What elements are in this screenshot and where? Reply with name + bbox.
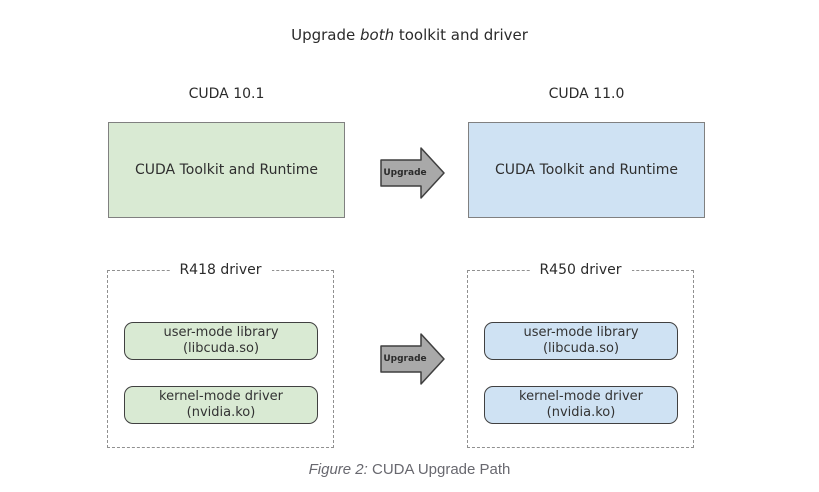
- driver-group-r418: R418 driver user-mode library (libcuda.s…: [107, 262, 334, 448]
- toolkit-runtime-box: CUDA Toolkit and Runtime: [108, 122, 345, 218]
- upgrade-arrow-driver: Upgrade: [380, 332, 446, 386]
- column-cuda-11-0: CUDA 11.0 CUDA Toolkit and Runtime R450 …: [467, 86, 705, 452]
- kernel-mode-driver-line1: kernel-mode driver: [519, 389, 643, 404]
- kernel-mode-driver-box: kernel-mode driver (nvidia.ko): [484, 386, 678, 424]
- upgrade-arrow-label: Upgrade: [383, 168, 427, 178]
- user-mode-library-line2: (libcuda.so): [542, 341, 620, 356]
- user-mode-library-box: user-mode library (libcuda.so): [124, 322, 318, 360]
- toolkit-runtime-label: CUDA Toolkit and Runtime: [495, 162, 678, 178]
- kernel-mode-driver-line1: kernel-mode driver: [159, 389, 283, 404]
- driver-group-r450: R450 driver user-mode library (libcuda.s…: [467, 262, 694, 448]
- figure-caption: Figure 2: CUDA Upgrade Path: [0, 461, 819, 478]
- upgrade-arrow-toolkit: Upgrade: [380, 146, 446, 200]
- column-cuda-10-1: CUDA 10.1 CUDA Toolkit and Runtime R418 …: [107, 86, 345, 452]
- toolkit-runtime-box: CUDA Toolkit and Runtime: [468, 122, 705, 218]
- toolkit-runtime-label: CUDA Toolkit and Runtime: [135, 162, 318, 178]
- upgrade-arrow-label: Upgrade: [383, 354, 427, 364]
- figure-caption-number: Figure 2:: [308, 461, 368, 478]
- figure-title-prefix: Upgrade: [291, 26, 360, 44]
- kernel-mode-driver-box: kernel-mode driver (nvidia.ko): [124, 386, 318, 424]
- driver-group-label: R450 driver: [529, 262, 632, 279]
- kernel-mode-driver-line2: (nvidia.ko): [546, 405, 616, 420]
- right-block-arrow-icon: [380, 333, 445, 385]
- version-label: CUDA 10.1: [188, 86, 265, 102]
- figure-caption-text: CUDA Upgrade Path: [367, 461, 511, 478]
- right-block-arrow-icon: [380, 147, 445, 199]
- user-mode-library-line1: user-mode library: [523, 325, 639, 340]
- kernel-mode-driver-line2: (nvidia.ko): [186, 405, 256, 420]
- user-mode-library-box: user-mode library (libcuda.so): [484, 322, 678, 360]
- driver-group-label: R418 driver: [169, 262, 272, 279]
- figure-title: Upgrade both toolkit and driver: [0, 26, 819, 44]
- figure-title-emphasis: both: [360, 26, 395, 44]
- figure-title-suffix: toolkit and driver: [394, 26, 528, 44]
- version-label: CUDA 11.0: [548, 86, 625, 102]
- user-mode-library-line1: user-mode library: [163, 325, 279, 340]
- user-mode-library-line2: (libcuda.so): [182, 341, 260, 356]
